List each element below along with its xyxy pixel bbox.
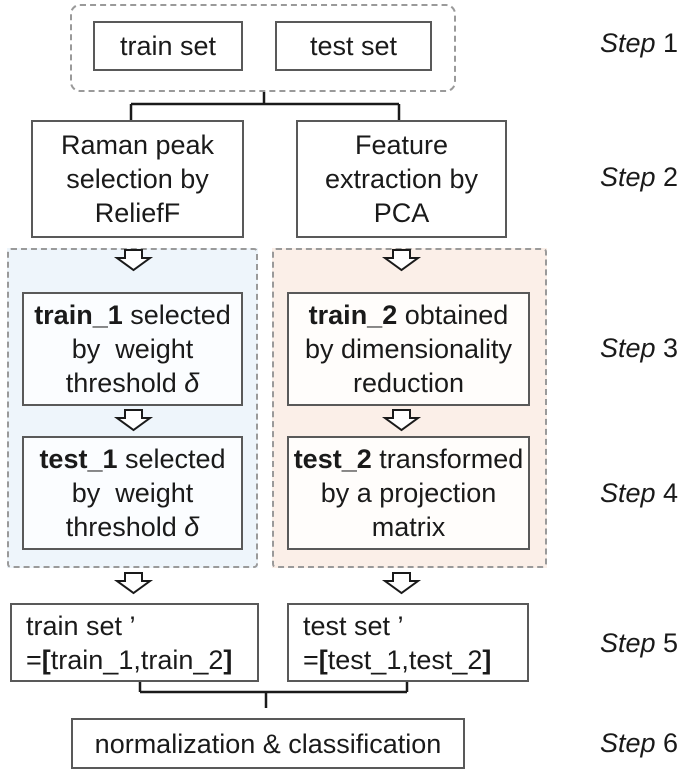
arrow-icon-right-3: [381, 572, 422, 595]
step-5-word: Step: [600, 628, 656, 658]
step-5-num: 5: [655, 628, 679, 658]
test-set-prime-inner: test_1,test_2: [327, 644, 483, 675]
feature-line-1: Feature: [354, 130, 449, 160]
normalization-classification-box: normalization & classification: [71, 718, 465, 769]
test-1-line-1: test_1 selected: [39, 442, 225, 476]
step-6-num: 6: [655, 728, 679, 758]
step-label-3: Step 3: [600, 333, 678, 364]
train-set-prime-close-bracket: ]: [223, 644, 233, 675]
step-4-word: Step: [600, 478, 656, 508]
train-1-delta: δ: [184, 368, 200, 398]
test-2-line-3: matrix: [371, 512, 446, 542]
test-1-line-3: threshold δ: [66, 510, 200, 544]
step-2-word: Step: [600, 162, 656, 192]
train-set-prime-open-bracket: [: [41, 644, 51, 675]
test-set-box: test set: [275, 21, 432, 71]
train-set-prime-inner: train_1,train_2: [50, 644, 224, 675]
raman-peak-selection-box: Raman peak selection by ReliefF: [31, 120, 244, 238]
step-1-num: 1: [655, 28, 679, 58]
train-set-prime-line-1: train set ’: [26, 610, 136, 641]
train-1-box: train_1 selected by weight threshold δ: [22, 292, 243, 406]
test-set-prime-line-2: =[test_1,test_2]: [303, 643, 491, 677]
test-set-prime-eq: =: [303, 644, 319, 675]
train-set-prime-eq: =: [26, 644, 42, 675]
test-2-box: test_2 transformed by a projection matri…: [287, 436, 530, 550]
train-set-prime-line-2: =[train_1,train_2]: [26, 643, 232, 677]
train-1-line-3: threshold δ: [66, 366, 200, 400]
arrow-icon-left-3: [113, 572, 154, 595]
train-1-line-2: by weight: [71, 334, 194, 364]
step-1-word: Step: [600, 28, 656, 58]
step-6-word: Step: [600, 728, 656, 758]
train-set-prime-box: train set ’ =[train_1,train_2]: [10, 603, 259, 682]
raman-line-1: Raman peak: [60, 130, 215, 160]
arrow-icon-right-2: [381, 409, 422, 432]
train-2-line-3: reduction: [352, 368, 465, 398]
test-2-line-1: test_2 transformed: [294, 442, 524, 476]
step-3-word: Step: [600, 333, 656, 363]
train-set-label: train set: [119, 31, 217, 61]
step-label-5: Step 5: [600, 628, 678, 659]
test-set-prime-close-bracket: ]: [482, 644, 492, 675]
arrow-icon-left-1: [113, 249, 154, 272]
normalization-classification-label: normalization & classification: [94, 728, 442, 759]
raman-line-3: ReliefF: [94, 198, 181, 228]
step-2-num: 2: [655, 162, 679, 192]
step-label-1: Step 1: [600, 28, 678, 59]
feature-line-2: extraction by: [324, 164, 479, 194]
train-2-box: train_2 obtained by dimensionality reduc…: [287, 292, 530, 406]
feature-extraction-box: Feature extraction by PCA: [296, 120, 507, 238]
input-sets-group: [70, 4, 456, 92]
test-set-label: test set: [309, 31, 398, 61]
test-1-delta: δ: [184, 512, 200, 542]
train-set-box: train set: [93, 21, 243, 71]
feature-line-3: PCA: [373, 198, 430, 228]
arrow-icon-right-1: [381, 249, 422, 272]
train-1-threshold: threshold: [65, 368, 185, 398]
test-1-bold-label: test_1: [39, 444, 118, 474]
train-1-rest: selected: [122, 300, 231, 330]
step-3-num: 3: [655, 333, 679, 363]
test-2-rest: transformed: [371, 444, 524, 474]
step-label-2: Step 2: [600, 162, 678, 193]
step-4-num: 4: [655, 478, 679, 508]
train-1-line-1: train_1 selected: [34, 298, 231, 332]
arrow-icon-left-2: [113, 409, 154, 432]
test-1-line-2: by weight: [71, 478, 194, 508]
train-1-bold-label: train_1: [34, 300, 123, 330]
step-label-4: Step 4: [600, 478, 678, 509]
step-label-6: Step 6: [600, 728, 678, 759]
train-2-rest: obtained: [397, 300, 509, 330]
test-set-prime-line-1: test set ’: [303, 610, 404, 641]
test-2-line-2: by a projection: [320, 478, 497, 508]
test-1-threshold: threshold: [65, 512, 185, 542]
test-set-prime-box: test set ’ =[test_1,test_2]: [287, 603, 529, 682]
test-1-rest: selected: [117, 444, 226, 474]
test-1-box: test_1 selected by weight threshold δ: [22, 436, 243, 550]
raman-line-2: selection by: [66, 164, 209, 194]
test-2-bold-label: test_2: [293, 444, 372, 474]
test-set-prime-open-bracket: [: [318, 644, 328, 675]
train-2-line-1: train_2 obtained: [309, 298, 509, 332]
train-2-bold-label: train_2: [308, 300, 398, 330]
train-2-line-2: by dimensionality: [304, 334, 513, 364]
